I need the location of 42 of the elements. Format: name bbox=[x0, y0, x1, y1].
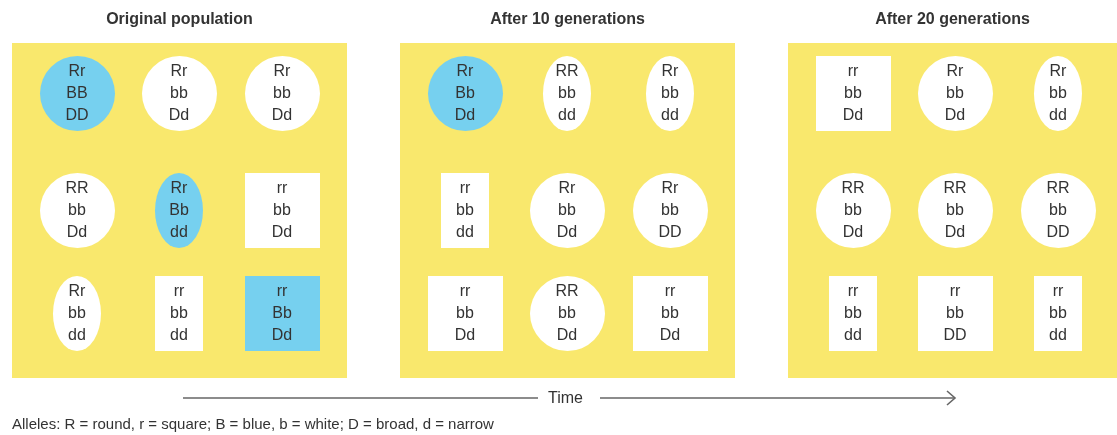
rectangle-shape bbox=[155, 275, 203, 351]
panel-title: After 10 generations bbox=[490, 10, 645, 28]
genotype-text: rr bb Dd bbox=[454, 281, 476, 345]
rectangle-shape bbox=[829, 275, 877, 351]
genotype-text: rr bb dd bbox=[170, 281, 188, 345]
genotype-text: RR bb Dd bbox=[841, 178, 865, 242]
genotype-text: Rr bb dd bbox=[68, 281, 86, 345]
square-shape bbox=[632, 275, 708, 351]
genotype-text: Rr bb Dd bbox=[168, 61, 190, 125]
square-shape bbox=[815, 55, 891, 131]
genotype-text: Rr bb Dd bbox=[944, 61, 966, 125]
genotype-text: RR bb DD bbox=[1046, 178, 1070, 242]
square-shape bbox=[917, 275, 993, 351]
panel-title: Original population bbox=[106, 10, 253, 28]
genotype-text: rr bb dd bbox=[844, 281, 862, 345]
genotype-text: Rr bb DD bbox=[658, 178, 682, 242]
rectangle-shape bbox=[441, 172, 489, 248]
genotype-text: RR bb Dd bbox=[65, 178, 89, 242]
genotype-text: Rr bb Dd bbox=[556, 178, 578, 242]
genotype-text: rr bb Dd bbox=[271, 178, 293, 242]
axis-label: Time bbox=[548, 389, 583, 407]
genotype-text: Rr bb Dd bbox=[271, 61, 293, 125]
genotype-text: Rr Bb dd bbox=[169, 178, 189, 242]
genotype-text: rr bb dd bbox=[456, 178, 474, 242]
genotype-text: rr bb DD bbox=[943, 281, 967, 345]
genotype-text: RR bb dd bbox=[555, 61, 579, 125]
genotype-text: Rr Bb Dd bbox=[454, 61, 476, 125]
rectangle-shape bbox=[1034, 275, 1082, 351]
genotype-text: rr Bb Dd bbox=[271, 281, 293, 345]
genotype-text: rr bb dd bbox=[1049, 281, 1067, 345]
square-shape bbox=[427, 275, 503, 351]
genotype-text: RR bb Dd bbox=[555, 281, 579, 345]
genotype-text: rr bb Dd bbox=[842, 61, 864, 125]
genotype-text: rr bb Dd bbox=[659, 281, 681, 345]
genotype-text: RR bb Dd bbox=[943, 178, 967, 242]
genotype-text: Rr bb dd bbox=[1049, 61, 1067, 125]
panel-title: After 20 generations bbox=[875, 10, 1030, 28]
square-shape bbox=[244, 172, 320, 248]
footnote-text: Alleles: R = round, r = square; B = blue, b = white; D = broad, d = narrow bbox=[12, 415, 494, 432]
genotype-text: Rr BB DD bbox=[65, 61, 89, 125]
square-shape bbox=[244, 275, 320, 351]
genotype-text: Rr bb dd bbox=[661, 61, 679, 125]
